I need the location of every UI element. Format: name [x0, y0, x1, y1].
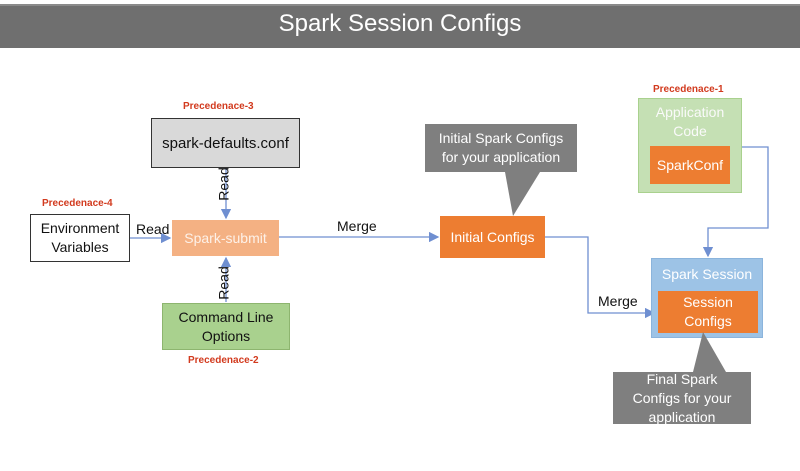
title-underline — [0, 42, 800, 48]
precedence-2-label: Precedenace-2 — [188, 355, 259, 366]
spark-submit-node: Spark-submit — [172, 220, 279, 256]
final-configs-callout: Final Spark Configs for your application — [613, 371, 751, 425]
application-code-label: Application Code — [655, 104, 725, 139]
session-configs-node: Session Configs — [658, 291, 758, 333]
edge-appcode-to-session — [702, 146, 769, 258]
merge-bottom-label: Merge — [598, 293, 638, 309]
read-top-label: Read — [215, 167, 232, 201]
precedence-4-label: Precedenace-4 — [42, 198, 113, 209]
environment-variables-node: Environment Variables — [30, 214, 130, 262]
read-bottom-label: Read — [215, 266, 232, 300]
edge-initial-to-session — [545, 236, 656, 319]
application-code-container: Application Code SparkConf — [638, 98, 742, 193]
initial-configs-node: Initial Configs — [440, 216, 545, 258]
spark-session-container: Spark Session Session Configs — [651, 258, 763, 338]
spark-session-label: Spark Session — [661, 266, 753, 282]
initial-configs-callout: Initial Spark Configs for your applicati… — [425, 124, 577, 172]
sparkconf-node: SparkConf — [650, 146, 730, 184]
precedence-1-label: Precedenace-1 — [653, 84, 724, 95]
precedence-3-label: Precedenace-3 — [183, 101, 254, 112]
spark-defaults-node: spark-defaults.conf — [151, 118, 300, 168]
read-left-label: Read — [136, 221, 170, 237]
command-line-options-node: Command Line Options — [162, 303, 290, 350]
merge-top-label: Merge — [337, 218, 377, 234]
page-title: Spark Session Configs — [0, 4, 800, 42]
